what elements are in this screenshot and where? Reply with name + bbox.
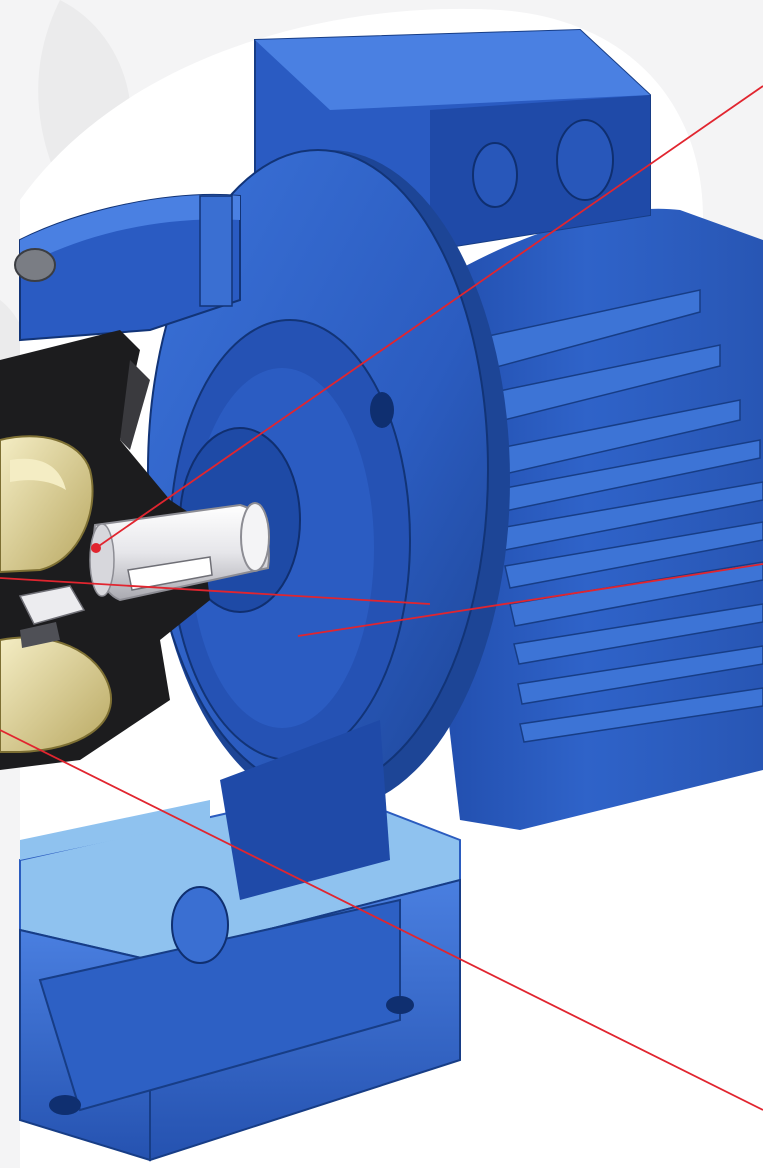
cable-gland-right	[556, 119, 614, 201]
end-shield-flange	[147, 149, 510, 810]
cable-gland-left	[472, 142, 518, 208]
bearing-bracket	[19, 193, 241, 342]
stator-windings	[0, 435, 113, 753]
mounting-foot	[19, 720, 461, 1162]
foot-boss	[171, 886, 229, 964]
callout-line-shaft-end	[95, 85, 763, 549]
flange-bolt-hole	[370, 392, 394, 428]
foot-mount-hole-left	[49, 1095, 81, 1115]
callout-dot-shaft-end	[91, 543, 101, 553]
bolt-head-upper	[14, 248, 56, 282]
rotor-fan	[18, 585, 86, 648]
callout-line-rotor	[0, 577, 431, 605]
callout-line-bearing-base	[0, 729, 763, 1111]
callout-lines	[0, 85, 763, 1111]
shaft	[89, 502, 270, 602]
foot-mount-hole-right	[386, 996, 414, 1014]
callout-line-end-shield	[297, 563, 763, 637]
cooling-fins	[469, 289, 763, 743]
